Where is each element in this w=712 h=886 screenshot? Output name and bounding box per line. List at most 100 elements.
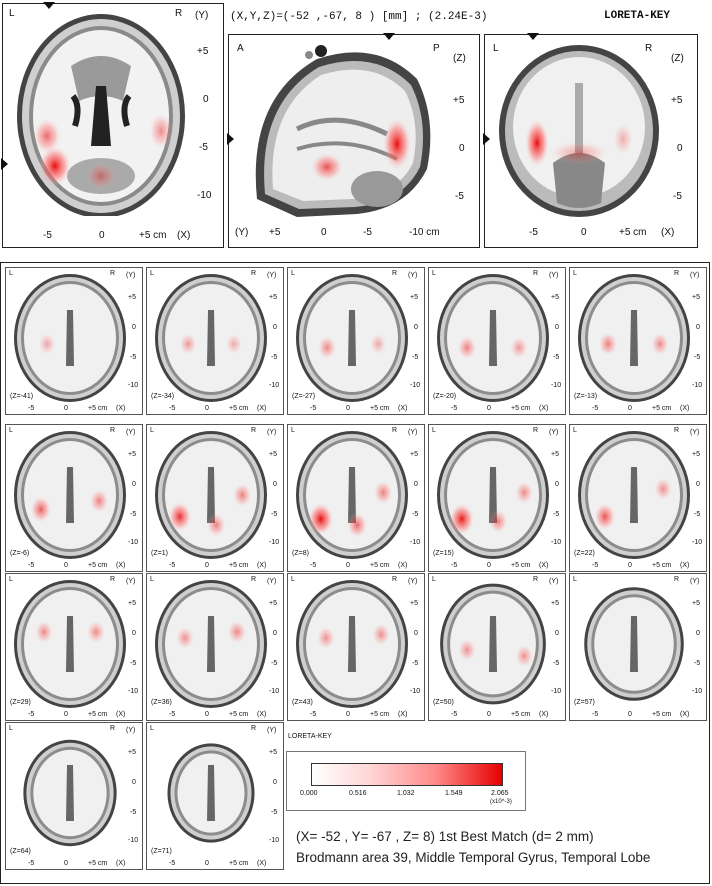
slice-right-label: R — [110, 725, 116, 732]
axial-slice-panel[interactable]: L R (Y) +5 0 -5 -10 (Z=-27) -5 0 +5 cm (… — [287, 267, 425, 415]
axial-slice-panel[interactable]: L R (Y) +5 0 -5 -10 (Z=-6) -5 0 +5 cm (X… — [5, 424, 143, 572]
axial-slice-panel[interactable]: L R (Y) +5 0 -5 -10 (Z=64) -5 0 +5 cm (X… — [5, 722, 143, 870]
colorbar-tick: 0.516 — [349, 790, 367, 797]
slice-x-tick: -5 — [310, 711, 317, 718]
slice-right-label: R — [251, 427, 257, 434]
slice-y-tick: -5 — [694, 660, 701, 667]
slice-y-tick: 0 — [273, 481, 277, 488]
slice-z-label: (Z=50) — [433, 699, 454, 706]
sagittal-y-tick: -5 — [363, 227, 372, 238]
axial-slice-image — [440, 583, 546, 705]
slice-left-label: L — [573, 576, 577, 583]
slice-x-tick: -5 — [592, 562, 599, 569]
slice-x-tick: 0 — [487, 562, 491, 569]
slice-x-axis-label: (X) — [398, 562, 408, 569]
brand-label: LORETA-KEY — [604, 10, 671, 22]
slice-left-label: L — [573, 427, 577, 434]
slice-z-label: (Z=57) — [574, 699, 595, 706]
sagittal-z-tick: -5 — [455, 191, 464, 202]
axial-left-label: L — [9, 8, 15, 19]
axial-slice-panel[interactable]: L R (Y) +5 0 -5 -10 (Z=-20) -5 0 +5 cm (… — [428, 267, 566, 415]
axial-y-tick: -10 — [197, 190, 212, 201]
slice-right-label: R — [392, 576, 398, 583]
axial-slice-image — [296, 431, 408, 559]
axial-slice-panel[interactable]: L R (Y) +5 0 -5 -10 (Z=71) -5 0 +5 cm (X… — [146, 722, 284, 870]
slice-x-tick: -5 — [169, 405, 176, 412]
slice-y-tick: -5 — [271, 511, 278, 518]
axial-slice-panel[interactable]: L R (Y) +5 0 -5 -10 (Z=57) -5 0 +5 cm (X… — [569, 573, 707, 721]
axial-slice-image — [14, 274, 126, 402]
slice-x-axis-label: (X) — [680, 405, 690, 412]
slice-x-tick: +5 cm — [88, 711, 108, 718]
slice-right-label: R — [110, 270, 116, 277]
slice-x-tick: +5 cm — [229, 860, 249, 867]
slice-y-tick: -5 — [553, 511, 560, 518]
slice-right-label: R — [674, 270, 680, 277]
slice-x-tick: -5 — [451, 562, 458, 569]
colorbar-unit: (x10^-3) — [490, 799, 512, 805]
slice-right-label: R — [533, 270, 539, 277]
axial-x-tick: -5 — [43, 230, 52, 241]
slice-y-tick: -10 — [269, 539, 280, 546]
slice-y-tick: -5 — [130, 511, 137, 518]
slice-y-tick: -5 — [412, 660, 419, 667]
slice-y-tick: -5 — [271, 809, 278, 816]
axial-slice-panel[interactable]: L R (Y) +5 0 -5 -10 (Z=36) -5 0 +5 cm (X… — [146, 573, 284, 721]
sagittal-y-axis-label: (Y) — [235, 227, 249, 238]
coronal-brain-image — [499, 45, 659, 217]
slice-left-label: L — [150, 270, 154, 277]
slice-y-axis-label: (Y) — [267, 578, 277, 585]
slice-right-label: R — [533, 427, 539, 434]
slice-x-tick: +5 cm — [229, 562, 249, 569]
slice-left-label: L — [150, 576, 154, 583]
axial-view-panel[interactable]: L R (Y) +5 0 -5 -10 -5 0 +5 cm (X) — [1, 2, 224, 248]
slice-right-label: R — [251, 576, 257, 583]
axial-slice-panel[interactable]: L R (Y) +5 0 -5 -10 (Z=-41) -5 0 +5 cm (… — [5, 267, 143, 415]
slice-x-tick: +5 cm — [88, 860, 108, 867]
axial-slice-panel[interactable]: L R (Y) +5 0 -5 -10 (Z=-34) -5 0 +5 cm (… — [146, 267, 284, 415]
slice-y-tick: 0 — [696, 481, 700, 488]
slice-left-label: L — [291, 427, 295, 434]
axial-slice-panel[interactable]: L R (Y) +5 0 -5 -10 (Z=50) -5 0 +5 cm (X… — [428, 573, 566, 721]
axial-slice-panel[interactable]: L R (Y) +5 0 -5 -10 (Z=1) -5 0 +5 cm (X) — [146, 424, 284, 572]
slice-x-axis-label: (X) — [116, 562, 126, 569]
axial-y-tick: -5 — [199, 142, 208, 153]
slice-x-tick: +5 cm — [652, 405, 672, 412]
slice-right-label: R — [533, 576, 539, 583]
coronal-x-tick: 0 — [581, 227, 587, 238]
slice-y-tick: -10 — [128, 539, 139, 546]
axial-slice-panel[interactable]: L R (Y) +5 0 -5 -10 (Z=43) -5 0 +5 cm (X… — [287, 573, 425, 721]
slice-x-axis-label: (X) — [680, 562, 690, 569]
slice-y-axis-label: (Y) — [267, 727, 277, 734]
slice-y-tick: -10 — [692, 382, 703, 389]
slice-left-label: L — [291, 270, 295, 277]
slice-z-label: (Z=22) — [574, 550, 595, 557]
axial-slice-panel[interactable]: L R (Y) +5 0 -5 -10 (Z=-13) -5 0 +5 cm (… — [569, 267, 707, 415]
slice-x-tick: +5 cm — [511, 711, 531, 718]
slice-x-tick: +5 cm — [511, 405, 531, 412]
axial-slice-panel[interactable]: L R (Y) +5 0 -5 -10 (Z=15) -5 0 +5 cm (X… — [428, 424, 566, 572]
slice-x-tick: 0 — [487, 711, 491, 718]
axial-slice-image — [437, 431, 549, 559]
sagittal-z-axis-label: (Z) — [453, 53, 466, 64]
slice-y-tick: -10 — [128, 382, 139, 389]
coronal-view-panel[interactable]: L R (Z) +5 0 -5 -5 0 +5 cm (X) — [483, 33, 698, 248]
slice-x-tick: +5 cm — [88, 405, 108, 412]
colorbar-brand-label: LORETA-KEY — [288, 733, 332, 740]
slice-y-tick: 0 — [696, 630, 700, 637]
slice-x-tick: +5 cm — [370, 711, 390, 718]
slice-x-tick: 0 — [628, 562, 632, 569]
slice-y-tick: -10 — [269, 382, 280, 389]
slice-x-tick: 0 — [346, 405, 350, 412]
slice-x-axis-label: (X) — [680, 711, 690, 718]
sagittal-view-panel[interactable]: A P (Z) +5 0 -5 (Y) +5 0 -5 -10 cm — [227, 33, 480, 248]
slice-y-tick: -10 — [410, 688, 421, 695]
slice-y-axis-label: (Y) — [690, 429, 700, 436]
slice-y-tick: 0 — [555, 324, 559, 331]
axial-slice-panel[interactable]: L R (Y) +5 0 -5 -10 (Z=29) -5 0 +5 cm (X… — [5, 573, 143, 721]
axial-slice-panel[interactable]: L R (Y) +5 0 -5 -10 (Z=8) -5 0 +5 cm (X) — [287, 424, 425, 572]
axial-slice-panel[interactable]: L R (Y) +5 0 -5 -10 (Z=22) -5 0 +5 cm (X… — [569, 424, 707, 572]
slice-y-tick: -5 — [412, 354, 419, 361]
best-match-coordinates: (X= -52 , Y= -67 , Z= 8) 1st Best Match … — [296, 829, 594, 844]
slice-x-tick: 0 — [205, 562, 209, 569]
